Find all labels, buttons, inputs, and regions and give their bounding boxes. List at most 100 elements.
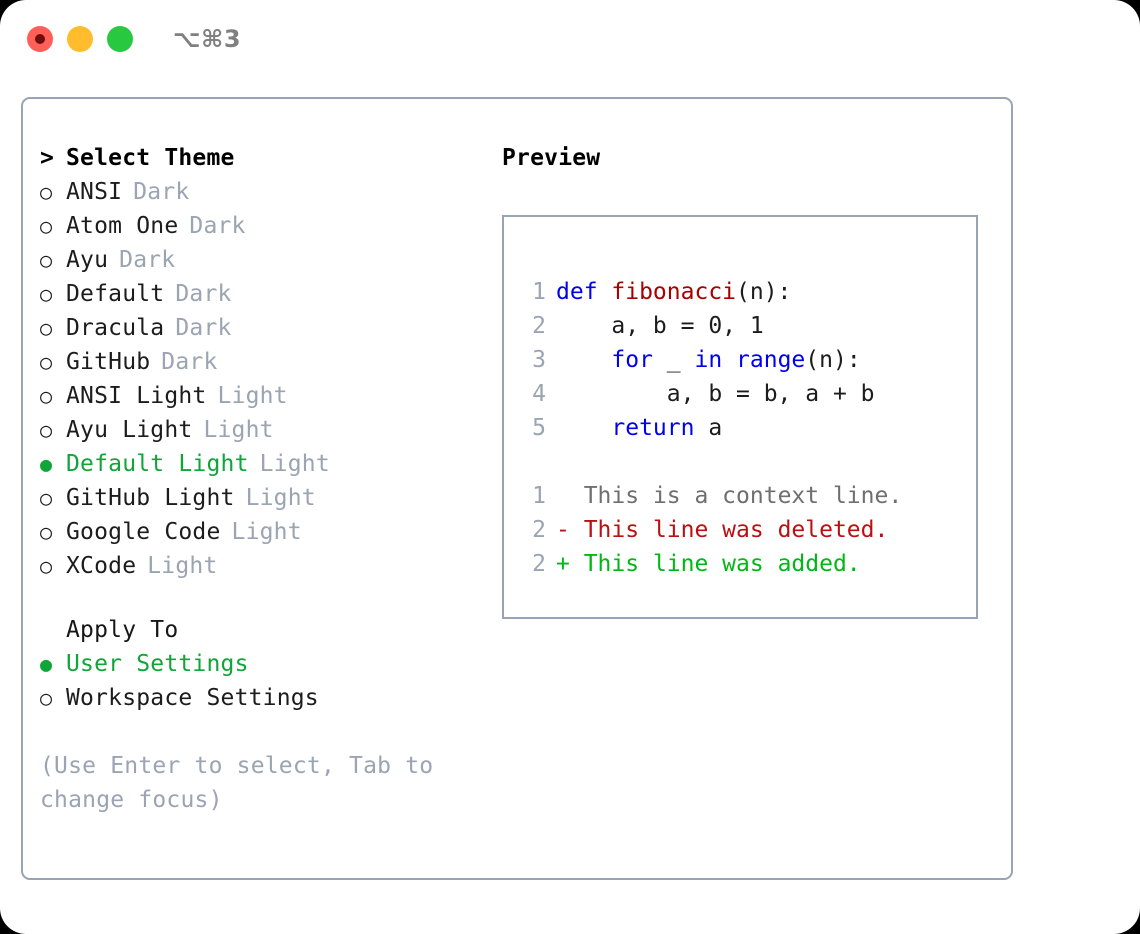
radio-unselected-icon: ○ [40,248,53,272]
code-blank-line [522,445,970,479]
radio-unselected-icon: ○ [40,316,53,340]
theme-variant-tag: Dark [161,349,218,375]
theme-option-xcode[interactable]: ○ XCode Light [40,553,480,587]
theme-option-label: GitHub [66,349,151,375]
diff-text: This line was added. [583,551,861,577]
theme-variant-tag: Dark [133,179,190,205]
diff-marker: - [556,517,584,543]
code-line-number: 2 [532,313,546,339]
code-line-number: 4 [532,381,546,407]
theme-option-label: Google Code [66,519,221,545]
radio-unselected-icon: ○ [40,554,53,578]
theme-option-label: Default [66,281,165,307]
apply-to-group: ○ Apply To ●User Settings○Workspace Sett… [40,617,480,719]
diff-line-number: 1 [532,483,546,509]
radio-unselected-icon: ○ [40,686,53,710]
maximize-window-button[interactable] [107,26,133,52]
radio-unselected-icon: ○ [40,520,53,544]
diff-text: This line was deleted. [583,517,889,543]
diff-line-text: This is a context line. [556,479,903,513]
code-line: 3 for _ in range(n): [522,343,970,377]
apply-to-option-workspace-settings[interactable]: ○ Workspace Settings [40,685,480,719]
code-token-pl [722,347,736,373]
code-token-pl: a, b = b, a + b [556,381,875,407]
code-line: 2 a, b = 0, 1 [522,309,970,343]
theme-option-label: ANSI Light [66,383,207,409]
radio-unselected-icon: ○ [40,350,53,374]
code-token-pl [556,347,611,373]
theme-option-label: Ayu [66,247,109,273]
code-line-text: def fibonacci(n): [556,275,791,309]
radio-unselected-icon: ○ [40,180,53,204]
code-line-number: 3 [532,347,546,373]
window-controls [27,26,133,52]
diff-marker [556,483,584,509]
theme-option-label: GitHub Light [66,485,235,511]
theme-variant-tag: Light [245,485,316,511]
theme-option-label: XCode [66,553,137,579]
code-line-text: a, b = 0, 1 [556,309,764,343]
radio-unselected-icon: ○ [40,214,53,238]
code-line: 1 def fibonacci(n): [522,275,970,309]
keyboard-shortcut-label: ⌥⌘3 [173,25,242,53]
theme-list-header: > Select Theme [40,145,480,179]
theme-option-ansi-light[interactable]: ○ ANSI Light Light [40,383,480,417]
code-token-kw: in [694,347,723,373]
code-line-number: 1 [532,279,546,305]
theme-option-label: ANSI [66,179,123,205]
code-token-pl: a [694,415,723,441]
theme-variant-tag: Dark [175,281,232,307]
theme-option-google-code[interactable]: ○ Google Code Light [40,519,480,553]
code-line-number: 5 [532,415,546,441]
theme-variant-tag: Light [217,383,288,409]
spacer-icon: ○ [40,620,66,640]
theme-option-ayu-light[interactable]: ○ Ayu Light Light [40,417,480,451]
theme-option-label: Default Light [66,451,249,477]
theme-option-default[interactable]: ○ Default Dark [40,281,480,315]
code-line-text: return a [556,411,722,445]
diff-line: 1 This is a context line. [522,479,970,513]
theme-option-label: Dracula [66,315,165,341]
theme-option-github[interactable]: ○ GitHub Dark [40,349,480,383]
theme-variant-tag: Light [231,519,302,545]
theme-variant-tag: Dark [175,315,232,341]
apply-to-option-user-settings[interactable]: ●User Settings [40,651,480,685]
apply-to-option-label: Workspace Settings [66,685,319,711]
theme-option-dracula[interactable]: ○ Dracula Dark [40,315,480,349]
theme-option-label: Ayu Light [66,417,193,443]
close-window-button[interactable] [27,26,53,52]
theme-variant-tag: Light [147,553,218,579]
code-token-pl: a, b = 0, 1 [556,313,764,339]
code-line: 4 a, b = b, a + b [522,377,970,411]
selection-caret-icon: > [40,145,54,171]
title-bar: ⌥⌘3 [0,0,1140,78]
radio-unselected-icon: ○ [40,418,53,442]
keyboard-hint-text: (Use Enter to select, Tab to change focu… [40,753,434,813]
theme-list-title: Select Theme [66,145,235,171]
radio-unselected-icon: ○ [40,282,53,306]
code-token-kw: for [611,347,653,373]
radio-unselected-icon: ○ [40,384,53,408]
minimize-window-button[interactable] [67,26,93,52]
theme-variant-tag: Dark [189,213,246,239]
diff-marker: + [556,551,584,577]
radio-selected-icon: ● [40,652,53,676]
code-line: 5 return a [522,411,970,445]
code-token-kw: range [736,347,806,373]
diff-line: 2- This line was deleted. [522,513,970,547]
diff-line-text: - This line was deleted. [556,513,888,547]
code-token-pl: (n): [805,347,861,373]
code-token-pl: (n): [736,279,792,305]
preview-heading: Preview [502,145,601,171]
theme-option-ansi[interactable]: ○ ANSI Dark [40,179,480,213]
theme-variant-tag: Light [203,417,274,443]
